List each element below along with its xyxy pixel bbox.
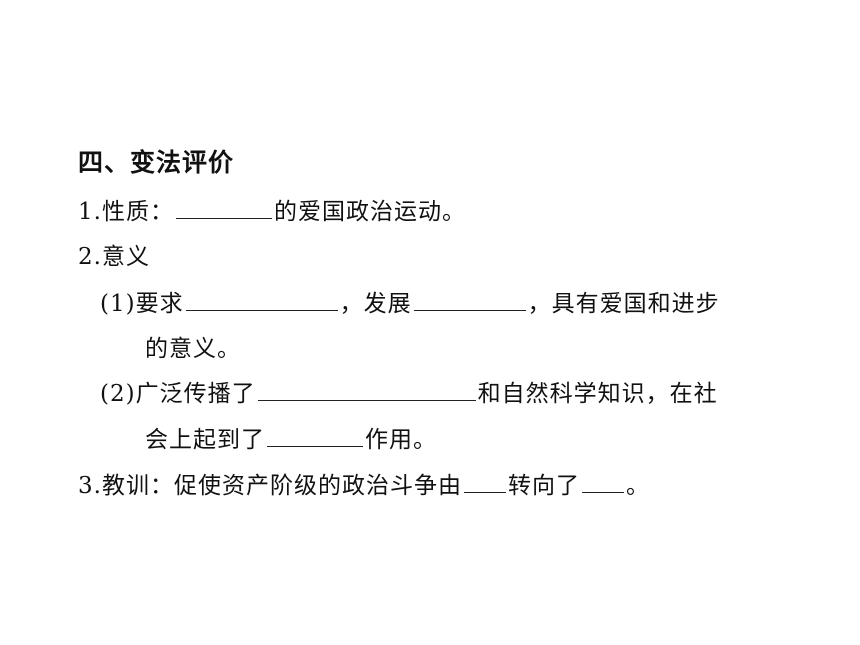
item-2-sub-1: (1)要求 ，发展 ，具有爱国和进步 bbox=[100, 288, 720, 319]
item-1: 1.性质： 的爱国政治运动。 bbox=[78, 196, 466, 227]
item-3-suffix: 。 bbox=[625, 473, 650, 499]
sub-1-prefix: (1)要求 bbox=[100, 291, 184, 317]
item-2-sub-1-continued: 的意义。 bbox=[145, 334, 241, 364]
blank-from[interactable] bbox=[463, 470, 506, 493]
blank-to[interactable] bbox=[581, 470, 624, 493]
sub-2-prefix: (2)广泛传播了 bbox=[100, 381, 256, 407]
sub-2-suffix: 和自然科学知识，在社 bbox=[477, 381, 718, 407]
item-3-prefix: 3.教训：促使资产阶级的政治斗争由 bbox=[78, 473, 462, 499]
item-2: 2.意义 bbox=[78, 242, 150, 272]
section-title: 四、变法评价 bbox=[78, 148, 235, 177]
sub-1-suffix: ，具有爱国和进步 bbox=[527, 291, 720, 317]
blank-role[interactable] bbox=[267, 424, 363, 447]
sub-2-continued-suffix: 作用。 bbox=[365, 427, 437, 453]
sub-2-continued-prefix: 会上起到了 bbox=[145, 427, 265, 453]
blank-spread[interactable] bbox=[257, 378, 476, 401]
blank-develop[interactable] bbox=[413, 288, 526, 311]
item-1-suffix: 的爱国政治运动。 bbox=[273, 199, 466, 225]
item-1-label: 1.性质： bbox=[78, 199, 174, 225]
item-2-label: 2.意义 bbox=[78, 244, 150, 270]
item-3-mid: 转向了 bbox=[507, 473, 580, 499]
blank-nature[interactable] bbox=[175, 196, 272, 219]
sub-1-continued: 的意义。 bbox=[145, 336, 241, 362]
item-2-sub-2-continued: 会上起到了 作用。 bbox=[145, 424, 437, 455]
item-2-sub-2: (2)广泛传播了 和自然科学知识，在社 bbox=[100, 378, 718, 409]
item-3: 3.教训：促使资产阶级的政治斗争由 转向了 。 bbox=[78, 470, 650, 501]
sub-1-mid: ，发展 bbox=[339, 291, 412, 317]
section-heading: 四、变法评价 bbox=[78, 148, 234, 178]
blank-demand[interactable] bbox=[185, 288, 338, 311]
